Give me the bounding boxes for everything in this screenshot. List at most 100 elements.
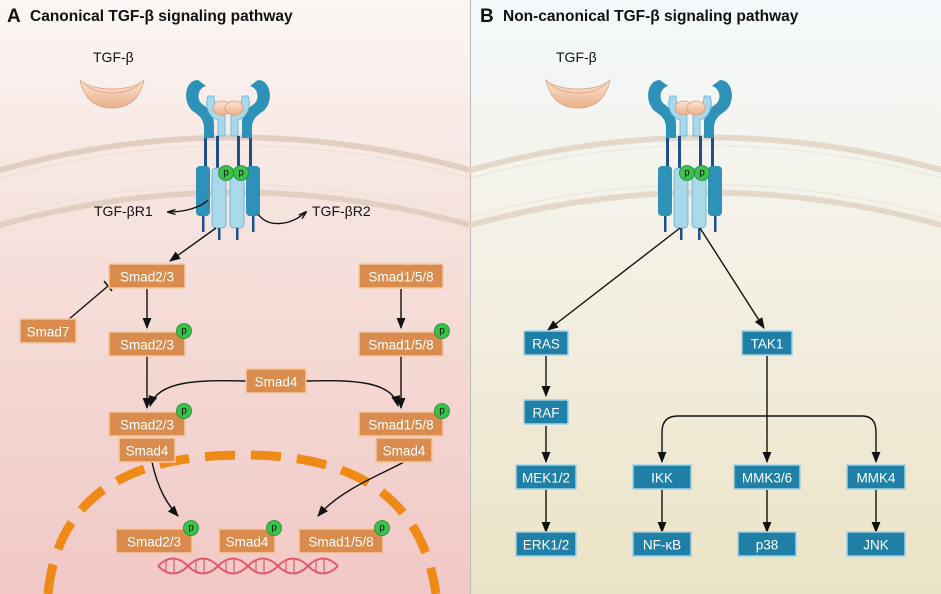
phospho-marker: p [218, 165, 234, 181]
dna-helix-icon [157, 557, 339, 575]
node-label: ERK1/2 [523, 538, 570, 553]
node-label: Smad2/3 [120, 270, 174, 285]
node-label: Smad1/5/8 [308, 535, 373, 550]
node-label: MEK1/2 [522, 471, 570, 486]
node-smad23-p: Smad2/3 p [108, 323, 192, 357]
node-box [118, 437, 176, 463]
node-box [19, 318, 77, 344]
phospho-marker: p [233, 165, 249, 181]
node-nuc-smad158: Smad1/5/8 p [298, 520, 390, 554]
svg-text:p: p [699, 168, 705, 179]
phospho-marker: p [679, 165, 695, 181]
node-label: Smad2/3 [120, 338, 174, 353]
node-smad158-complex: Smad1/5/8 p [358, 403, 450, 437]
node-box [846, 464, 906, 490]
phospho-marker: p [266, 520, 282, 536]
node-ikk: IKK [632, 464, 692, 490]
node-box [741, 330, 793, 356]
panel-b-arrows [541, 227, 881, 534]
node-smad23-complex: Smad2/3 p [108, 403, 192, 437]
node-smad23-top: Smad2/3 [108, 263, 186, 289]
node-erk: ERK1/2 [515, 531, 577, 557]
node-label: RAF [533, 406, 560, 421]
panel-b-background [471, 0, 941, 594]
node-label: Smad1/5/8 [368, 270, 433, 285]
node-box [358, 263, 444, 289]
node-box [375, 437, 433, 463]
node-nuc-smad23: Smad2/3 p [115, 520, 199, 554]
r1-pointer-arrow [168, 199, 209, 212]
node-ras: RAS [523, 330, 569, 356]
node-label: MMK3/6 [742, 471, 792, 486]
svg-text:p: p [439, 326, 445, 337]
svg-text:p: p [188, 523, 194, 534]
panel-a-title: Canonical TGF-β signaling pathway [30, 8, 293, 25]
node-box [733, 464, 801, 490]
svg-text:p: p [181, 326, 187, 337]
phospho-marker: p [434, 403, 450, 419]
node-box [358, 411, 444, 437]
node-box [632, 464, 692, 490]
node-label: RAS [532, 337, 560, 352]
node-label: Smad2/3 [127, 535, 181, 550]
svg-text:p: p [238, 168, 244, 179]
node-mmk36: MMK3/6 [733, 464, 801, 490]
nucleus-envelope [43, 450, 441, 594]
node-nfkb: NF-κB [632, 531, 692, 557]
node-box [523, 399, 569, 425]
node-box [245, 368, 307, 394]
node-label: Smad2/3 [120, 418, 174, 433]
r2-pointer-arrow [257, 212, 306, 225]
node-label: Smad4 [383, 444, 426, 459]
phospho-marker: p [434, 323, 450, 339]
ligand-label-a: TGF-β [93, 49, 134, 65]
svg-text:p: p [181, 406, 187, 417]
phospho-marker: p [176, 323, 192, 339]
svg-text:p: p [684, 168, 690, 179]
node-smad4-right: Smad4 [375, 437, 433, 463]
panel-b-letter: B [480, 6, 494, 27]
node-mmk4: MMK4 [846, 464, 906, 490]
phospho-marker: p [694, 165, 710, 181]
node-box [515, 464, 577, 490]
node-label: IKK [651, 471, 673, 486]
node-box [108, 263, 186, 289]
node-box [218, 528, 276, 554]
node-smad7: Smad7 [19, 318, 77, 344]
node-label: Smad4 [255, 375, 298, 390]
node-label: MMK4 [856, 471, 895, 486]
node-smad158-top: Smad1/5/8 [358, 263, 444, 289]
node-label: Smad1/5/8 [368, 338, 433, 353]
node-smad4-mid: Smad4 [245, 368, 307, 394]
node-mek: MEK1/2 [515, 464, 577, 490]
phospho-marker: p [183, 520, 199, 536]
panel-a-arrows [67, 227, 406, 517]
node-box [108, 331, 186, 357]
tgf-beta-r1-label: TGF-βR1 [94, 203, 153, 219]
node-box [108, 411, 186, 437]
node-box [115, 528, 193, 554]
panel-b-title: Non-canonical TGF-β signaling pathway [503, 8, 799, 25]
node-box [358, 331, 444, 357]
node-box [737, 531, 797, 557]
node-label: p38 [756, 538, 779, 553]
node-label: NF-κB [643, 538, 681, 553]
node-label: Smad7 [27, 325, 70, 340]
svg-text:p: p [271, 523, 277, 534]
node-label: Smad1/5/8 [368, 418, 433, 433]
ligand-label-b: TGF-β [556, 49, 597, 65]
svg-text:p: p [439, 406, 445, 417]
node-label: TAK1 [751, 337, 784, 352]
node-smad158-p: Smad1/5/8 p [358, 323, 450, 357]
tgf-beta-r2-label: TGF-βR2 [312, 203, 371, 219]
node-label: Smad4 [226, 535, 269, 550]
node-box [515, 531, 577, 557]
svg-text:p: p [379, 523, 385, 534]
node-box [523, 330, 569, 356]
node-tak1: TAK1 [741, 330, 793, 356]
node-box [298, 528, 384, 554]
node-box [846, 531, 906, 557]
